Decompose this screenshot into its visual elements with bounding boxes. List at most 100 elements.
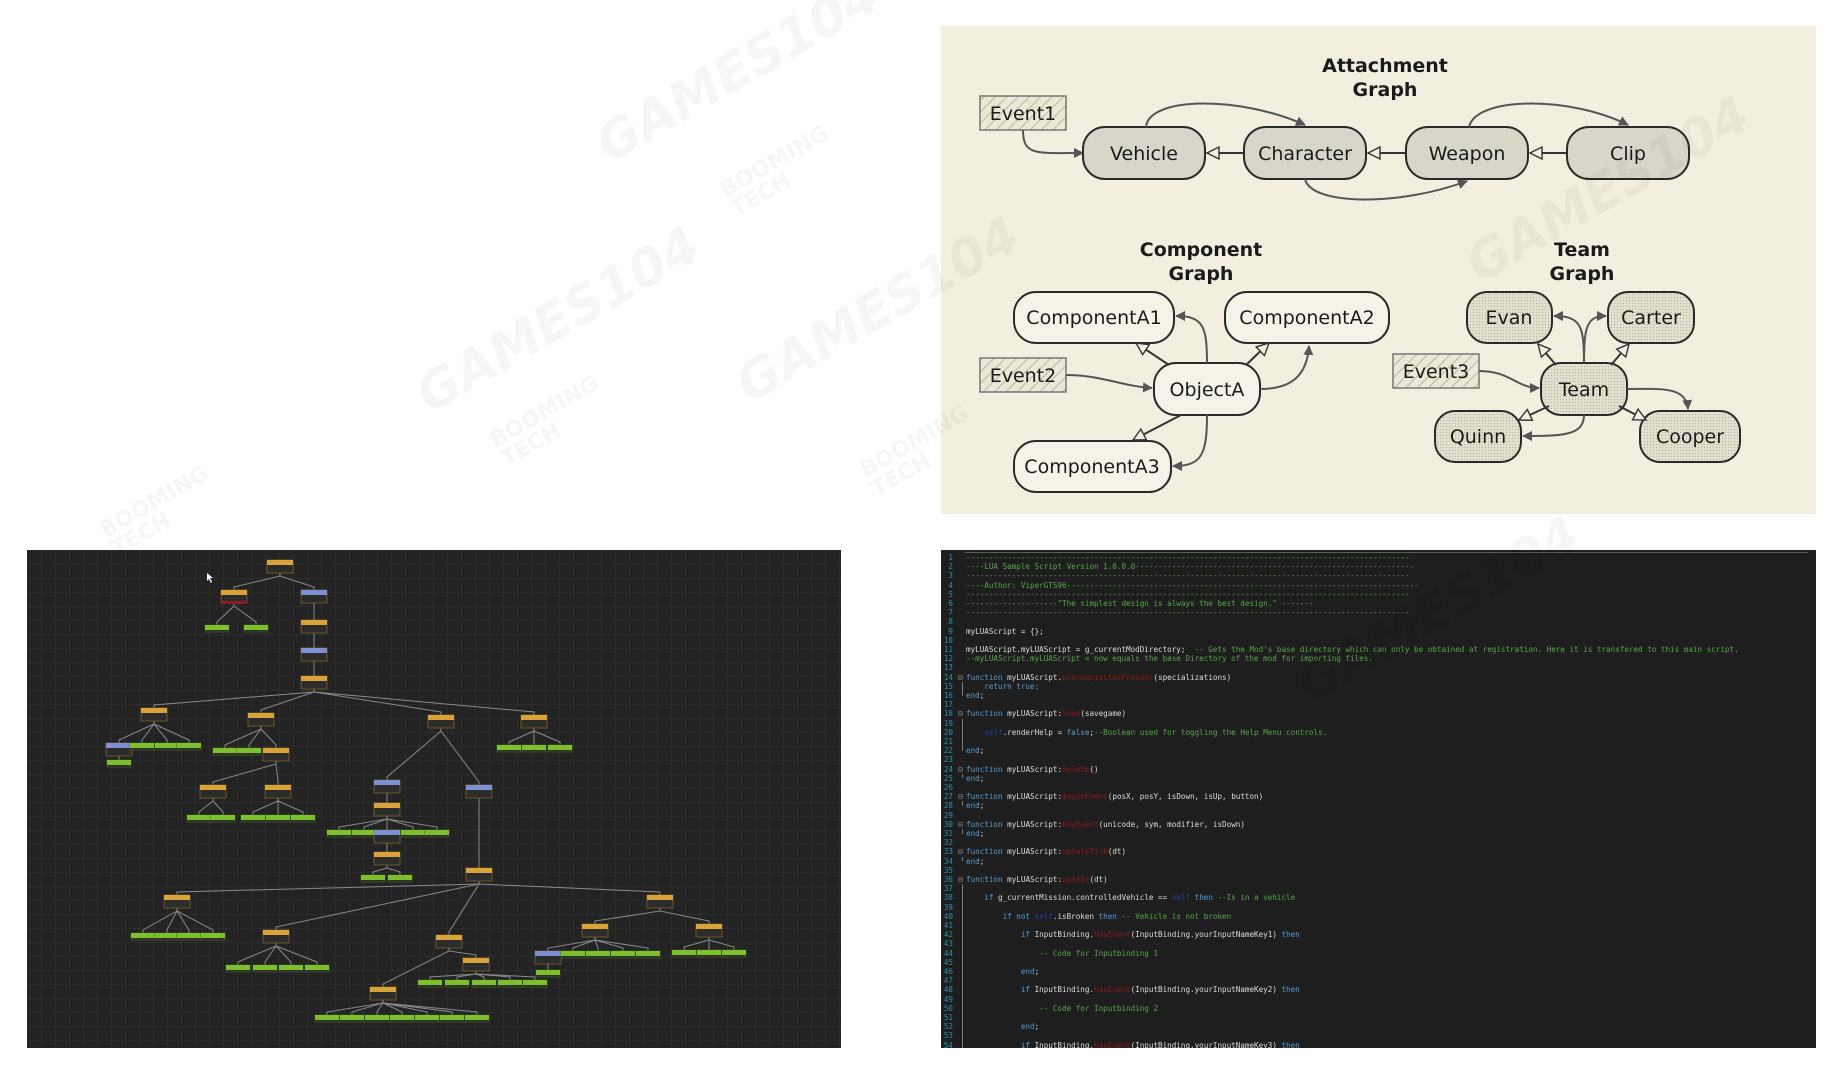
bt-node-leaf[interactable] xyxy=(225,964,251,973)
code-line[interactable]: 38 if g_currentMission.controlledVehicle… xyxy=(941,893,1816,902)
code-line[interactable]: 1---------------------------------------… xyxy=(941,553,1816,562)
fold-toggle-icon[interactable]: ⊟ xyxy=(958,819,963,829)
bt-node-leaf[interactable] xyxy=(252,964,278,973)
code-line[interactable]: 23 xyxy=(941,755,1816,764)
code-line[interactable]: 37 xyxy=(941,884,1816,893)
fold-toggle-icon[interactable]: ⊟ xyxy=(958,764,963,774)
code-line[interactable]: 43 xyxy=(941,939,1816,948)
bt-node-composite[interactable] xyxy=(373,851,401,866)
bt-node-leaf[interactable] xyxy=(304,964,330,973)
bt-node-decorator[interactable] xyxy=(300,647,328,662)
bt-node-leaf[interactable] xyxy=(635,950,661,959)
code-line[interactable]: 48 if InputBinding.hasEvent(InputBinding… xyxy=(941,985,1816,994)
bt-node-composite[interactable] xyxy=(695,923,723,938)
code-line[interactable]: 26 xyxy=(941,783,1816,792)
code-line[interactable]: 2----LUA Sample Script Version 1.0.0.0--… xyxy=(941,562,1816,571)
bt-node-decorator[interactable] xyxy=(373,829,401,844)
bt-node-leaf[interactable] xyxy=(314,1014,340,1023)
code-line[interactable]: 5---------------------------------------… xyxy=(941,590,1816,599)
code-line[interactable]: 4----Author: ViperGTS96-----------------… xyxy=(941,581,1816,590)
bt-node-leaf[interactable] xyxy=(560,950,586,959)
bt-node-composite[interactable] xyxy=(300,675,328,690)
bt-node-leaf[interactable] xyxy=(521,744,547,753)
bt-node-leaf[interactable] xyxy=(186,814,212,823)
code-line[interactable]: 32 xyxy=(941,838,1816,847)
bt-node-composite[interactable] xyxy=(462,957,490,972)
bt-node-composite[interactable] xyxy=(262,747,290,762)
bt-node-leaf[interactable] xyxy=(236,747,262,756)
code-line[interactable]: 47 xyxy=(941,976,1816,985)
code-line[interactable]: 40 if not self.isBroken then -- Vehicle … xyxy=(941,912,1816,921)
bt-node-leaf[interactable] xyxy=(417,979,443,988)
bt-node-leaf[interactable] xyxy=(671,949,697,958)
code-line[interactable]: 10 xyxy=(941,636,1816,645)
code-line[interactable]: 39 xyxy=(941,903,1816,912)
bt-node-composite[interactable] xyxy=(369,986,397,1001)
bt-node-decorator[interactable] xyxy=(105,742,133,757)
bt-node-leaf[interactable] xyxy=(240,814,266,823)
code-line[interactable]: 45 xyxy=(941,958,1816,967)
bt-node-composite[interactable] xyxy=(465,867,493,882)
bt-node-leaf[interactable] xyxy=(129,742,155,751)
bt-node-composite[interactable] xyxy=(220,589,248,604)
bt-node-composite[interactable] xyxy=(266,559,294,574)
bt-node-leaf[interactable] xyxy=(290,814,316,823)
fold-toggle-icon[interactable]: ⊟ xyxy=(958,709,963,719)
bt-node-leaf[interactable] xyxy=(522,979,548,988)
code-line[interactable]: 30⊟function myLUAScript:keyEvent(unicode… xyxy=(941,820,1816,829)
fold-toggle-icon[interactable]: ⊟ xyxy=(958,672,963,682)
bt-node-leaf[interactable] xyxy=(360,874,386,883)
code-line[interactable]: 54 if InputBinding.hasEvent(InputBinding… xyxy=(941,1041,1816,1048)
bt-node-leaf[interactable] xyxy=(210,814,236,823)
bt-node-leaf[interactable] xyxy=(339,1014,365,1023)
code-line[interactable]: 24⊟function myLUAScript:delete() xyxy=(941,765,1816,774)
bt-node-decorator[interactable] xyxy=(300,589,328,604)
bt-node-composite[interactable] xyxy=(427,714,455,729)
bt-node-leaf[interactable] xyxy=(200,932,226,941)
bt-node-composite[interactable] xyxy=(262,929,290,944)
code-line[interactable]: 12--myLUAScript.myLUAScript = now equals… xyxy=(941,654,1816,663)
bt-node-leaf[interactable] xyxy=(497,979,523,988)
code-line[interactable]: 52 end; xyxy=(941,1022,1816,1031)
bt-node-leaf[interactable] xyxy=(464,1014,490,1023)
bt-node-leaf[interactable] xyxy=(154,742,180,751)
code-line[interactable]: 8 xyxy=(941,617,1816,626)
bt-node-leaf[interactable] xyxy=(696,949,722,958)
bt-node-composite[interactable] xyxy=(300,619,328,634)
bt-node-leaf[interactable] xyxy=(243,624,269,633)
bt-node-leaf[interactable] xyxy=(106,759,132,768)
code-line[interactable]: 46 end; xyxy=(941,967,1816,976)
behavior-tree-node-graph[interactable] xyxy=(27,550,841,1048)
bt-node-leaf[interactable] xyxy=(387,874,413,883)
bt-node-leaf[interactable] xyxy=(439,1014,465,1023)
bt-node-leaf[interactable] xyxy=(444,979,470,988)
bt-node-leaf[interactable] xyxy=(130,932,156,941)
code-line[interactable]: 27⊟function myLUAScript:mouseEvent(posX,… xyxy=(941,792,1816,801)
bt-node-leaf[interactable] xyxy=(212,747,238,756)
bt-node-decorator[interactable] xyxy=(465,784,493,799)
code-line[interactable]: 50 -- Code for Inputbinding 2 xyxy=(941,1004,1816,1013)
bt-node-composite[interactable] xyxy=(140,707,168,722)
code-line[interactable]: 42 if InputBinding.hasEvent(InputBinding… xyxy=(941,930,1816,939)
code-line[interactable]: 6--------------------"The simplest desig… xyxy=(941,599,1816,608)
code-line[interactable]: 53 xyxy=(941,1031,1816,1040)
code-line[interactable]: 17 xyxy=(941,700,1816,709)
code-line[interactable]: 44 -- Code for Inputbinding 1 xyxy=(941,949,1816,958)
bt-node-leaf[interactable] xyxy=(400,829,426,838)
code-line[interactable]: 35 xyxy=(941,866,1816,875)
bt-node-leaf[interactable] xyxy=(389,1014,415,1023)
bt-node-leaf[interactable] xyxy=(154,932,180,941)
code-line[interactable]: 51 xyxy=(941,1013,1816,1022)
code-line[interactable]: 15 return true; xyxy=(941,682,1816,691)
bt-node-leaf[interactable] xyxy=(535,969,561,978)
code-line[interactable]: 3---------------------------------------… xyxy=(941,571,1816,580)
bt-node-leaf[interactable] xyxy=(265,814,291,823)
bt-node-leaf[interactable] xyxy=(547,744,573,753)
bt-node-leaf[interactable] xyxy=(176,742,202,751)
code-line[interactable]: 7---------------------------------------… xyxy=(941,608,1816,617)
